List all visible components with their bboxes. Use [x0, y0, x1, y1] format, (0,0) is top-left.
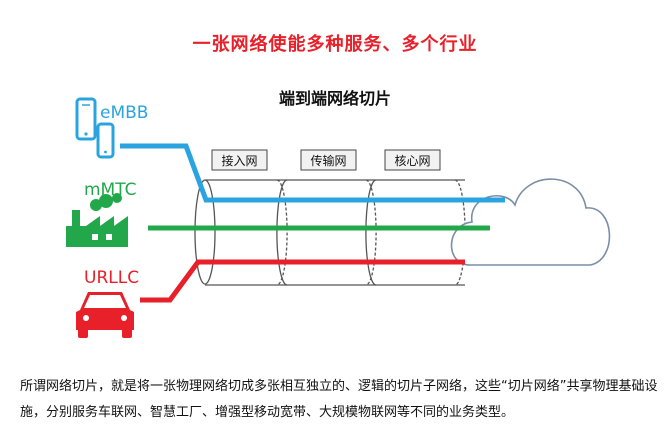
cloud-icon	[450, 178, 611, 266]
network-slicing-diagram: eMBB mMTC URLLC 接入网	[66, 97, 611, 338]
segment-label-core: 核心网	[384, 149, 441, 171]
service-label-mmtc: mMTC	[84, 180, 137, 200]
svg-text:接入网: 接入网	[221, 153, 257, 168]
segment-label-access: 接入网	[211, 149, 268, 171]
service-label-urllc: URLLC	[84, 268, 139, 288]
caption-text: 所谓网络切片，就是将一张物理网络切成多张相互独立的、逻辑的切片子网络，这些“切片…	[20, 379, 658, 420]
service-label-embb: eMBB	[100, 103, 148, 123]
car-icon	[76, 292, 134, 338]
slice-line-urllc	[140, 259, 465, 303]
svg-text:传输网: 传输网	[310, 153, 346, 168]
smartphone-icon	[75, 97, 115, 159]
diagram-title: 端到端网络切片	[278, 89, 391, 108]
headline: 一张网络使能多种服务、多个行业	[192, 34, 478, 55]
slice-tubes	[194, 179, 466, 286]
factory-icon	[66, 193, 128, 247]
slice-line-embb	[120, 143, 505, 203]
svg-text:核心网: 核心网	[394, 154, 430, 168]
segment-label-transport: 传输网	[300, 149, 357, 171]
